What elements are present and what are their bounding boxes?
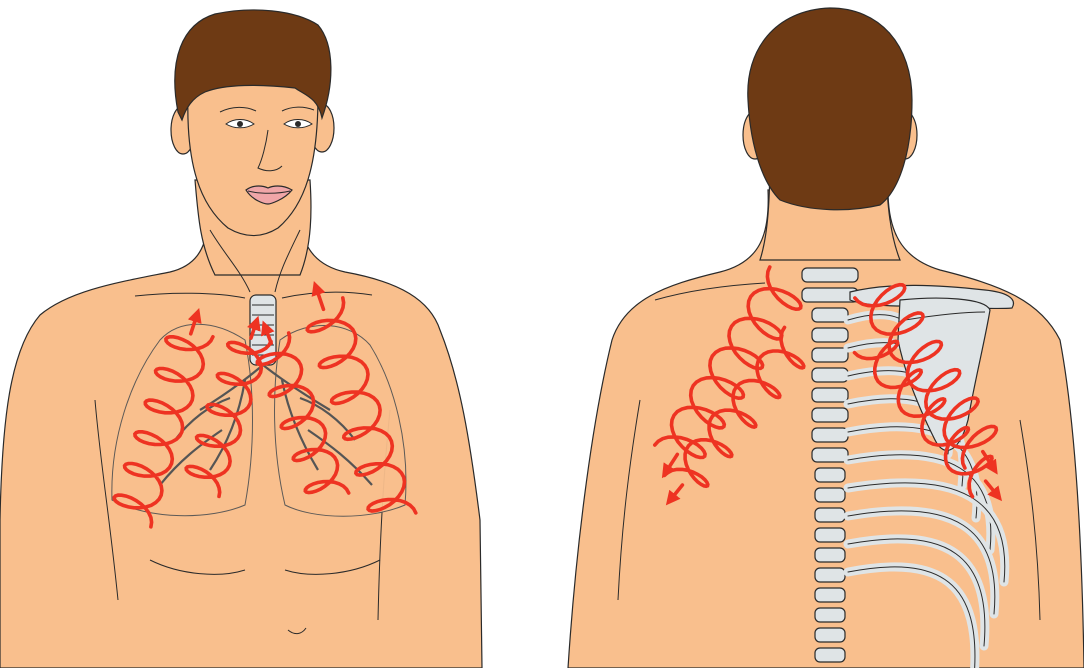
back-shoulder-line — [654, 282, 766, 301]
back-figure — [567, 7, 1084, 668]
front-nose — [257, 129, 283, 172]
rib-outline — [847, 510, 996, 615]
front-spiral-left-inner — [184, 339, 273, 499]
back-spiral-left-lower — [662, 325, 806, 489]
front-spiral-arrows — [112, 280, 418, 529]
back-spiral-arrows — [653, 265, 1003, 506]
front-lip-line — [247, 190, 291, 194]
front-hair — [174, 9, 332, 122]
front-neck-line-left — [209, 229, 251, 293]
vertebra — [811, 407, 849, 423]
back-spiral-left-lower-arrowhead — [665, 483, 685, 506]
vertebra — [811, 427, 849, 443]
front-left-arm-crease — [94, 399, 119, 601]
back-spiral-left-upper — [653, 265, 803, 460]
vertebra — [814, 547, 846, 563]
vertebra — [811, 347, 849, 363]
vertebra — [814, 587, 846, 603]
front-right-clavicle — [281, 291, 373, 299]
back-spiral-right-lower — [852, 339, 994, 499]
back-left-arm-crease — [617, 399, 641, 601]
front-left-eyebrow — [219, 106, 257, 113]
vertebra — [811, 447, 849, 463]
vertebra — [814, 567, 846, 583]
vertebra — [814, 607, 846, 623]
front-navel — [287, 627, 307, 635]
front-spiral-left-outer — [112, 335, 215, 529]
back-spiral-right-upper-arrowhead — [980, 449, 998, 475]
rib-outline — [847, 566, 976, 668]
front-pec-line-right — [284, 559, 381, 575]
front-spiral-right-outer — [305, 296, 418, 515]
front-right-pupil — [295, 121, 301, 127]
vertebra — [811, 367, 849, 383]
back-spiral-left-upper-arrowhead — [661, 452, 680, 479]
front-spiral-right-inner — [255, 331, 351, 495]
front-pec-line-left — [149, 559, 246, 575]
front-spiral-right-inner-arrowhead — [260, 320, 275, 346]
vertebra — [814, 527, 846, 543]
front-right-eyebrow — [281, 106, 315, 112]
vertebra — [811, 387, 849, 403]
front-spiral-left-outer-arrowhead — [187, 307, 202, 336]
back-right-arm-crease — [1019, 419, 1041, 621]
vertebra — [814, 507, 846, 523]
vertebra — [814, 647, 846, 663]
front-spiral-left-inner-arrowhead — [247, 315, 261, 340]
back-spiral-right-lower-arrowhead — [983, 479, 1003, 502]
vertebra — [811, 307, 849, 323]
front-left-clavicle — [134, 292, 246, 299]
front-lips — [245, 185, 293, 205]
vertebra — [801, 267, 859, 283]
rib-outline — [847, 538, 986, 647]
vertebra — [814, 467, 846, 483]
front-neck-line-right — [274, 229, 301, 293]
front-spiral-right-outer-arrowhead — [311, 280, 326, 312]
vertebra — [814, 627, 846, 643]
front-left-pupil — [237, 121, 243, 127]
vertebra — [811, 327, 849, 343]
back-hair — [747, 7, 913, 211]
back-scapula-spine — [904, 311, 986, 321]
front-figure — [0, 9, 483, 668]
vertebra — [814, 487, 846, 503]
rib-outline — [847, 482, 1006, 583]
